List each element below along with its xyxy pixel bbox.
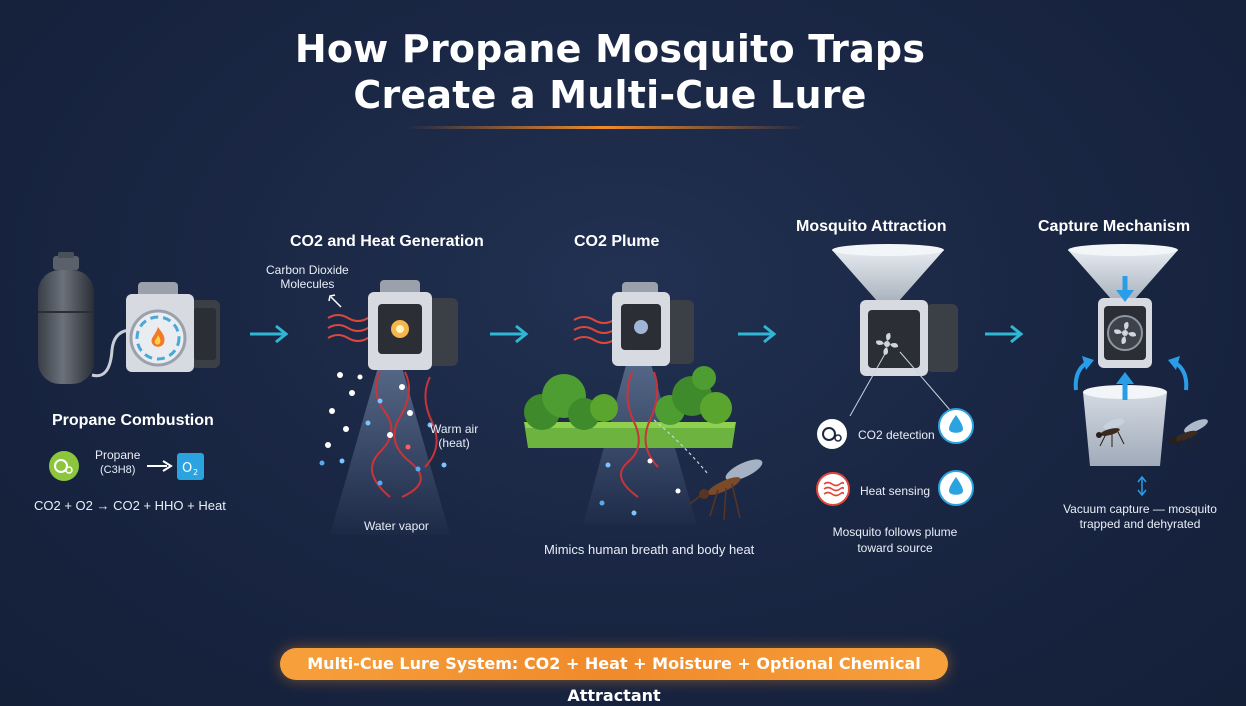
red-heat-trails [619, 371, 659, 498]
foliage-bed [524, 366, 736, 448]
capture-caption: Vacuum capture — mosquito trapped and de… [1052, 502, 1228, 532]
trap-unit-5 [1068, 244, 1178, 466]
carbon-dioxide-label: Carbon Dioxide Molecules [266, 263, 349, 291]
attraction-caption: Mosquito follows plume toward source [820, 524, 970, 556]
plume-dots [599, 458, 681, 516]
mosquito-icon [1169, 419, 1208, 453]
trap-unit-2 [368, 280, 458, 370]
heat-waves-icon [816, 472, 850, 506]
vapor-dots [319, 372, 447, 486]
combustion-equation: CO2 + O2 → CO2 + HHO + Heat [34, 498, 226, 513]
propane-label: Propane [95, 448, 141, 462]
carbon-label-line-1: Carbon Dioxide [266, 263, 349, 277]
oxygen-molecule-icon [49, 451, 79, 481]
vapor-cone [330, 360, 450, 535]
plume-title: CO2 Plume [574, 233, 660, 250]
reaction-arrow-icon [147, 460, 173, 472]
trap-unit-4 [832, 244, 958, 376]
capture-title: Capture Mechanism [1038, 218, 1191, 235]
title-line-2: Create a Multi-Cue Lure [353, 73, 867, 117]
trap-unit-3 [612, 282, 694, 366]
flame-icon [151, 327, 165, 347]
combustion-title: Propane Combustion [52, 412, 214, 429]
o2-box-icon: O 2 [177, 453, 204, 480]
svg-text:O: O [182, 461, 192, 476]
attraction-caption-line-1: Mosquito follows plume [832, 525, 958, 539]
fan-icon [1114, 322, 1136, 344]
heat-sensing-label: Heat sensing [860, 484, 931, 498]
water-drop-icon [938, 470, 974, 506]
title-underline [405, 126, 805, 129]
water-drop-icon [938, 408, 974, 444]
summary-banner: Multi-Cue Lure System: CO2 + Heat + Mois… [280, 648, 948, 705]
arrow-right-icon [490, 324, 529, 344]
warm-air-line-2: (heat) [438, 436, 470, 450]
attraction-title: Mosquito Attraction [796, 218, 947, 235]
attraction-caption-line-2: toward source [857, 541, 933, 555]
propane-tank-icon [38, 252, 94, 384]
propane-formula: (C3H8) [100, 464, 136, 476]
mosquito-icon [1096, 418, 1125, 447]
arrow-right-icon [738, 324, 777, 344]
arrow-right-icon [985, 324, 1024, 344]
title-line-1: How Propane Mosquito Traps [294, 27, 926, 71]
carbon-label-line-2: Molecules [280, 277, 335, 291]
capture-caption-line-2: trapped and dehyrated [1079, 517, 1201, 531]
red-heat-trails [371, 371, 438, 498]
pointer-lines [849, 351, 951, 417]
fan-icon [876, 333, 898, 355]
arrow-right-icon [250, 324, 289, 344]
oxygen-molecule-icon [817, 419, 847, 449]
page-title: How Propane Mosquito Traps Create a Mult… [0, 26, 1220, 118]
co2-detection-label: CO2 detection [858, 428, 935, 442]
water-vapor-label: Water vapor [364, 519, 429, 533]
flight-path [653, 419, 709, 475]
airflow-arrows [1073, 276, 1189, 400]
pointer-arrow-icon [328, 294, 342, 308]
warm-air-label: Warm air (heat) [430, 422, 478, 450]
warm-air-line-1: Warm air [430, 422, 479, 436]
mosquito-icon [689, 459, 763, 521]
generation-title: CO2 and Heat Generation [290, 233, 484, 250]
plume-caption: Mimics human breath and body heat [544, 542, 755, 557]
trap-unit-1 [126, 282, 220, 372]
capture-caption-line-1: Vacuum capture — mosquito [1063, 502, 1217, 516]
vacuum-arrows [1137, 475, 1147, 497]
svg-text:2: 2 [193, 468, 198, 477]
hose [91, 328, 133, 378]
